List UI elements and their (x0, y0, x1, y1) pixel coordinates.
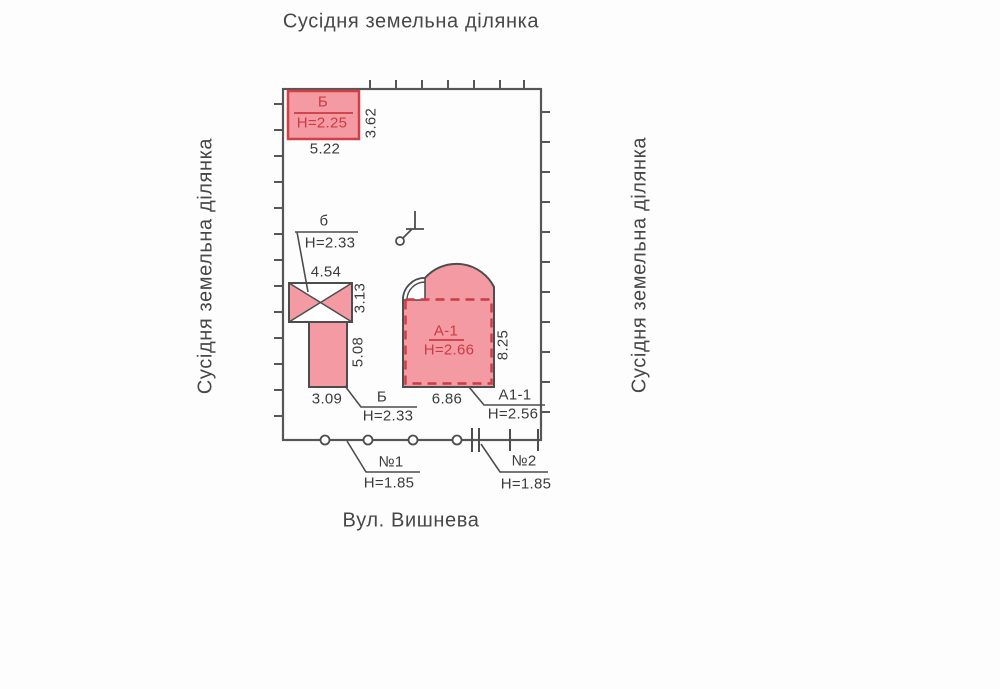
house-label: А-1 (433, 322, 459, 340)
building-shed-lower-shape (308, 321, 348, 388)
shed-top-label: Б (317, 93, 329, 111)
shed-lower-label: Б (376, 388, 388, 406)
neighbor-label-left: Сусідня земельна ділянка (194, 137, 217, 395)
shed-lower-dim-depth: 5.08 (349, 336, 367, 368)
shed-small-dim-width: 4.54 (310, 263, 342, 281)
fence2-height: H=1.85 (500, 475, 552, 493)
annex-label: А1-1 (498, 386, 532, 404)
house-inner-dashed-contour (404, 298, 493, 385)
shed-lower-dim-width: 3.09 (311, 390, 343, 408)
shed-small-height: H=2.33 (304, 234, 356, 252)
fence1-height: H=1.85 (363, 474, 415, 492)
neighbor-label-top: Сусідня земельна ділянка (282, 10, 540, 33)
gate-marks (471, 428, 539, 452)
neighbor-label-right: Сусідня земельна ділянка (628, 136, 651, 394)
utility-pole-icon (395, 211, 424, 246)
shed-lower-height: H=2.33 (362, 407, 414, 425)
house-dim-width: 6.86 (431, 390, 463, 408)
leader-lines (295, 231, 548, 473)
building-shed-small-shape (288, 282, 353, 323)
house-height: H=2.66 (423, 341, 475, 359)
shed-top-dim-width: 5.22 (309, 140, 341, 158)
shed-small-dim-depth: 3.13 (351, 282, 369, 314)
shed-top-height: H=2.25 (296, 114, 348, 132)
shed-top-dim-depth: 3.62 (362, 107, 380, 139)
annex-height: H=2.56 (487, 405, 539, 423)
street-label: Вул. Вишнева (342, 509, 480, 532)
fence1-label: №1 (378, 453, 404, 471)
boundary-ticks (274, 80, 550, 417)
fence-post-markers (319, 434, 463, 446)
building-shed-top-shape (286, 89, 361, 141)
house-dim-depth: 8.25 (494, 329, 512, 361)
building-house-shape (402, 262, 495, 388)
shed-small-label: б (319, 212, 329, 230)
fence2-label: №2 (511, 452, 537, 470)
